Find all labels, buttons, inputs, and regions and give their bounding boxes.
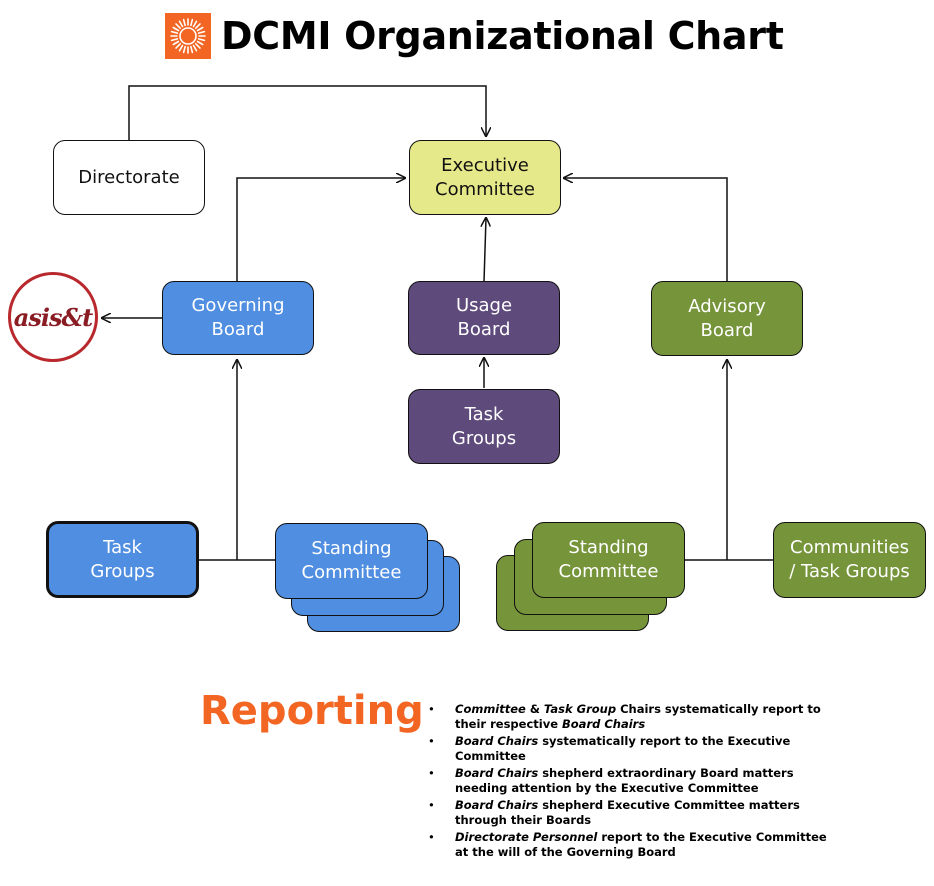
reporting-item-text: shepherd extraordinary Board matters nee… [455, 766, 794, 795]
reporting-item-text: Board Chairs [562, 717, 646, 731]
reporting-item: Board Chairs shepherd extraordinary Boar… [428, 766, 828, 796]
reporting-item-text: Task Group [543, 702, 617, 716]
edge-directorate-executive [128, 85, 486, 140]
advisory-standing-committee-node[interactable]: Standing Committee [532, 522, 685, 598]
reporting-item-text: systematically report to the Executive C… [455, 734, 791, 763]
edge-usage-executive [484, 218, 486, 283]
governing-task-groups-label-2: Groups [90, 560, 155, 582]
reporting-item-text: Board Chairs [455, 798, 539, 812]
header: DCMI Organizational Chart [165, 8, 784, 64]
governing-board-node[interactable]: Governing Board [162, 281, 314, 355]
reporting-list: Committee & Task Group Chairs systematic… [428, 702, 828, 862]
usage-board-label-1: Usage [455, 295, 513, 316]
advisory-standing-committee-label-2: Committee [558, 561, 659, 582]
governing-standing-committee-label-2: Committee [301, 562, 402, 583]
governing-task-groups-node[interactable]: Task Groups [46, 521, 199, 598]
advisory-board-node[interactable]: Advisory Board [651, 281, 803, 356]
reporting-title: Reporting [200, 688, 424, 734]
dcmi-sun-logo-icon [165, 13, 211, 59]
governing-standing-committee-label-1: Standing [311, 538, 392, 559]
usage-task-groups-label-2: Groups [451, 427, 517, 449]
governing-task-groups-label-1: Task [103, 536, 142, 558]
advisory-standing-committee-label-1: Standing [568, 537, 649, 558]
reporting-item-text: shepherd Executive Committee matters thr… [455, 798, 800, 827]
usage-task-groups-label-1: Task [464, 403, 504, 425]
reporting-item-text: & [525, 702, 544, 716]
reporting-item-text: report to the Executive Committee at the… [455, 830, 827, 859]
executive-committee-label-2: Committee [435, 178, 535, 200]
edge-advisory-executive [564, 178, 728, 282]
governing-board-label-2: Board [211, 319, 265, 340]
usage-board-node[interactable]: Usage Board [408, 281, 560, 355]
edge-governing-executive [236, 178, 405, 282]
executive-committee-label-1: Executive [441, 154, 529, 176]
governing-board-label-1: Governing [191, 295, 285, 316]
reporting-item-text: Chairs systematically report to their re… [455, 702, 821, 731]
reporting-item: Board Chairs shepherd Executive Committe… [428, 798, 828, 828]
reporting-item-text: Committee [455, 702, 526, 716]
governing-standing-committee-node[interactable]: Standing Committee [275, 523, 428, 599]
reporting-item-text: Board Chairs [455, 766, 539, 780]
reporting-item: Directorate Personnel report to the Exec… [428, 830, 828, 860]
reporting-item-text: Directorate Personnel [455, 830, 598, 844]
reporting-item: Committee & Task Group Chairs systematic… [428, 702, 828, 732]
communities-label-1: Communities [790, 537, 909, 558]
advisory-board-label-1: Advisory [688, 295, 766, 317]
page-title: DCMI Organizational Chart [221, 14, 784, 58]
reporting-item-text: Board Chairs [455, 734, 539, 748]
advisory-board-label-2: Board [700, 319, 754, 341]
executive-committee-node[interactable]: Executive Committee [409, 140, 561, 215]
communities-task-groups-node[interactable]: Communities / Task Groups [773, 522, 926, 598]
usage-board-label-2: Board [457, 319, 511, 340]
directorate-label: Directorate [78, 166, 180, 188]
asist-logo-text: asis&t [13, 302, 93, 332]
reporting-item: Board Chairs systematically report to th… [428, 734, 828, 764]
usage-task-groups-node[interactable]: Task Groups [408, 389, 560, 464]
directorate-node[interactable]: Directorate [53, 140, 205, 215]
asist-logo: asis&t [8, 272, 98, 362]
communities-label-2: / Task Groups [789, 561, 910, 582]
